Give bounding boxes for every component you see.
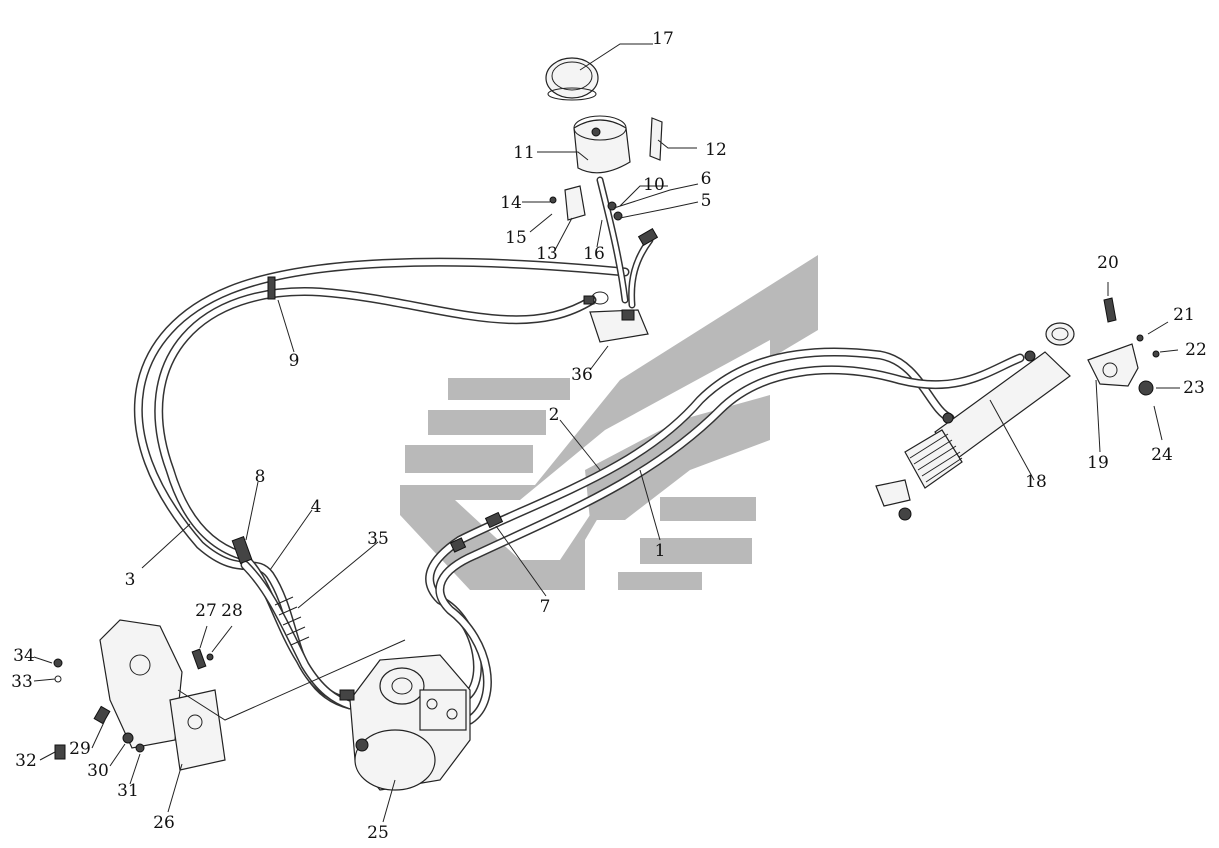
callout-3: 3 xyxy=(125,570,136,590)
clamps-group xyxy=(231,276,504,564)
callout-25: 25 xyxy=(367,823,389,843)
callout-34: 34 xyxy=(13,646,35,666)
watermark-bar xyxy=(405,445,533,473)
steering-cylinder-18 xyxy=(875,322,1075,521)
callout-24: 24 xyxy=(1151,445,1173,465)
callout-13: 13 xyxy=(536,244,558,264)
callout-4: 4 xyxy=(311,497,322,517)
clamp-7b xyxy=(449,537,467,553)
callout-10: 10 xyxy=(643,175,665,195)
callout-18: 18 xyxy=(1025,472,1047,492)
oil-reservoir xyxy=(545,57,663,247)
bracket-12 xyxy=(649,117,663,161)
callout-16: 16 xyxy=(583,244,605,264)
callout-32: 32 xyxy=(15,751,37,771)
callout-17: 17 xyxy=(652,29,674,49)
callout-23: 23 xyxy=(1183,378,1205,398)
watermark-bar xyxy=(660,497,756,521)
callout-21: 21 xyxy=(1173,305,1195,325)
hose-35-inner xyxy=(242,562,353,708)
pipe-reservoir-inner xyxy=(598,178,627,302)
reservoir-body-11 xyxy=(573,119,631,174)
callout-19: 19 xyxy=(1087,453,1109,473)
watermark-bar xyxy=(618,572,702,590)
callout-8: 8 xyxy=(255,467,266,487)
callout-15: 15 xyxy=(505,228,527,248)
valve-36 xyxy=(583,291,649,343)
reservoir-cap-17 xyxy=(545,57,599,99)
hose-2-inner xyxy=(436,355,1023,723)
callout-30: 30 xyxy=(87,761,109,781)
watermark-bar xyxy=(448,378,570,400)
watermark-chevron xyxy=(585,395,770,520)
callout-6: 6 xyxy=(701,169,712,189)
callout-14: 14 xyxy=(500,193,522,213)
watermark-logo xyxy=(400,255,818,590)
callout-27: 27 xyxy=(195,601,217,621)
watermark-bar xyxy=(640,538,752,564)
callout-22: 22 xyxy=(1185,340,1207,360)
callout-28: 28 xyxy=(221,601,243,621)
callout-leaders xyxy=(33,43,1180,823)
callout-26: 26 xyxy=(153,813,175,833)
callout-1: 1 xyxy=(655,541,666,561)
pipe-valve-inner xyxy=(629,238,652,307)
callout-29: 29 xyxy=(69,739,91,759)
clamp-9 xyxy=(267,276,276,300)
callout-36: 36 xyxy=(571,365,593,385)
steering-gear-25 xyxy=(339,654,471,791)
callout-35: 35 xyxy=(367,529,389,549)
callout-11: 11 xyxy=(513,143,535,163)
clamp-7 xyxy=(484,511,504,529)
callout-12: 12 xyxy=(705,140,727,160)
callout-9: 9 xyxy=(289,351,300,371)
callout-20: 20 xyxy=(1097,253,1119,273)
bracket-19 xyxy=(1087,297,1160,396)
bracket-13 xyxy=(564,185,586,221)
callout-2: 2 xyxy=(549,405,560,425)
callout-5: 5 xyxy=(701,191,712,211)
callout-31: 31 xyxy=(117,781,139,801)
callout-7: 7 xyxy=(540,597,551,617)
hose-35-braid xyxy=(274,596,310,646)
bracket-26 xyxy=(53,619,406,771)
watermark-bar xyxy=(428,410,546,435)
hose-3-inner xyxy=(135,259,628,708)
clamp-8 xyxy=(231,536,253,564)
callout-33: 33 xyxy=(11,672,33,692)
hoses-group xyxy=(134,176,1025,725)
